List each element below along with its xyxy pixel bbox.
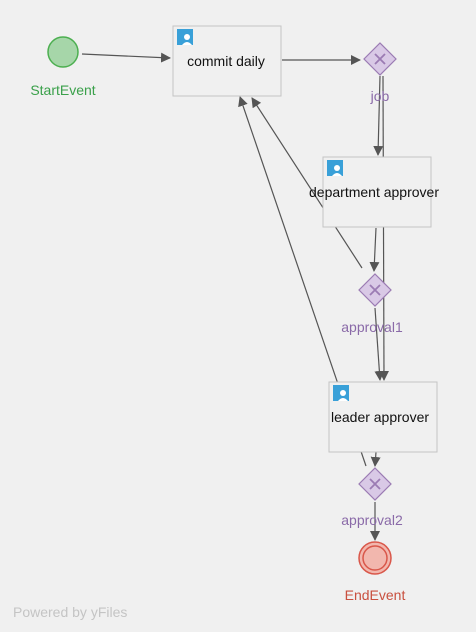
task-box bbox=[172, 25, 282, 97]
start-event-circle bbox=[47, 36, 79, 68]
watermark: Powered by yFiles bbox=[13, 604, 128, 620]
task-label: commit daily bbox=[187, 53, 265, 69]
edge-job-to-dept bbox=[373, 75, 384, 156]
start-event-label: StartEvent bbox=[30, 82, 95, 98]
user-task-icon bbox=[333, 385, 349, 401]
user-task-icon bbox=[177, 29, 193, 45]
user-task-icon bbox=[327, 160, 343, 176]
edges bbox=[81, 52, 389, 541]
start-event[interactable]: StartEvent bbox=[30, 36, 96, 98]
edge-approval1-to-leader bbox=[374, 307, 385, 381]
edge-leader-to-approval2 bbox=[370, 451, 381, 467]
task-leader-approver[interactable]: leader approver bbox=[328, 381, 438, 453]
edge-job-to-leader bbox=[378, 75, 389, 381]
end-event[interactable]: EndEvent bbox=[345, 541, 406, 603]
edge-start-to-commit bbox=[81, 52, 171, 63]
gateway-approval1[interactable]: approval1 bbox=[341, 273, 403, 335]
end-event-outer-ring bbox=[358, 541, 392, 575]
task-commit-daily[interactable]: commit daily bbox=[172, 25, 282, 97]
task-label: leader approver bbox=[331, 409, 429, 425]
gateway-x-icon bbox=[369, 478, 381, 490]
gateway-approval2[interactable]: approval2 bbox=[341, 467, 403, 528]
gateway-label: job bbox=[370, 88, 390, 104]
gateway-label: approval2 bbox=[341, 512, 403, 528]
gateway-label: approval1 bbox=[341, 319, 403, 335]
task-department-approver[interactable]: department approver bbox=[309, 156, 439, 228]
end-event-label: EndEvent bbox=[345, 587, 406, 603]
edge-dept-to-approval1 bbox=[369, 227, 380, 272]
gateway-x-icon bbox=[369, 284, 381, 296]
end-event-inner-ring bbox=[362, 545, 388, 571]
edge-approval1-to-commit bbox=[251, 97, 363, 269]
gateway-job[interactable]: job bbox=[363, 42, 397, 104]
task-label: department approver bbox=[309, 184, 439, 200]
gateway-x-icon bbox=[374, 53, 386, 65]
